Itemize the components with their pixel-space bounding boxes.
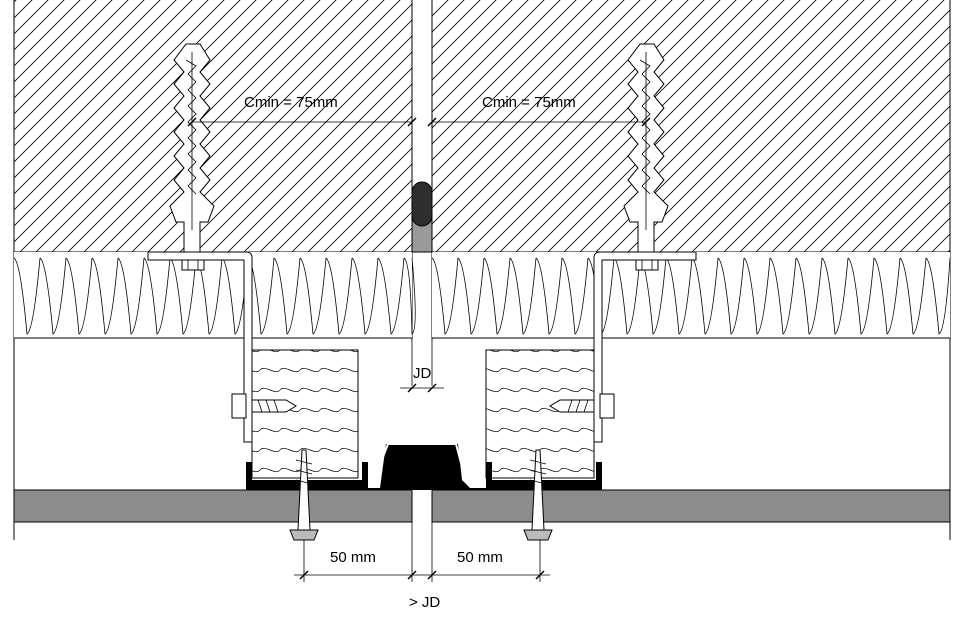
cladding-board-left bbox=[13, 489, 413, 523]
cladding-board-right bbox=[431, 489, 951, 523]
edge-right-label: 50 mm bbox=[457, 549, 503, 566]
lag-screw-left bbox=[231, 393, 297, 419]
concrete-wall-right bbox=[431, 0, 951, 540]
edge-left-label: 50 mm bbox=[330, 549, 376, 566]
min-joint-label: > JD bbox=[409, 594, 440, 611]
cmin-right-label: Cmin = 75mm bbox=[482, 94, 576, 111]
joint-seal bbox=[411, 181, 433, 253]
dimension-joint-width: JD bbox=[400, 365, 444, 393]
dimension-edge-distance: 50 mm 50 mm bbox=[294, 549, 550, 580]
lag-screw-right bbox=[549, 393, 615, 419]
bracket-left bbox=[147, 251, 253, 443]
joint-width-label: JD bbox=[413, 365, 432, 382]
cladding-screw-left bbox=[289, 449, 319, 541]
anchor-dowel-left bbox=[169, 43, 215, 271]
joint-profile bbox=[246, 443, 602, 490]
cladding-screw-right bbox=[523, 449, 553, 541]
dimension-cmin-right: Cmin = 75mm bbox=[427, 94, 651, 127]
cmin-left-label: Cmin = 75mm bbox=[244, 94, 338, 111]
sealant-plug bbox=[411, 181, 433, 227]
insulation-layer bbox=[13, 252, 951, 339]
dimension-cmin-left: Cmin = 75mm bbox=[187, 94, 417, 127]
bracket-right bbox=[593, 251, 697, 443]
